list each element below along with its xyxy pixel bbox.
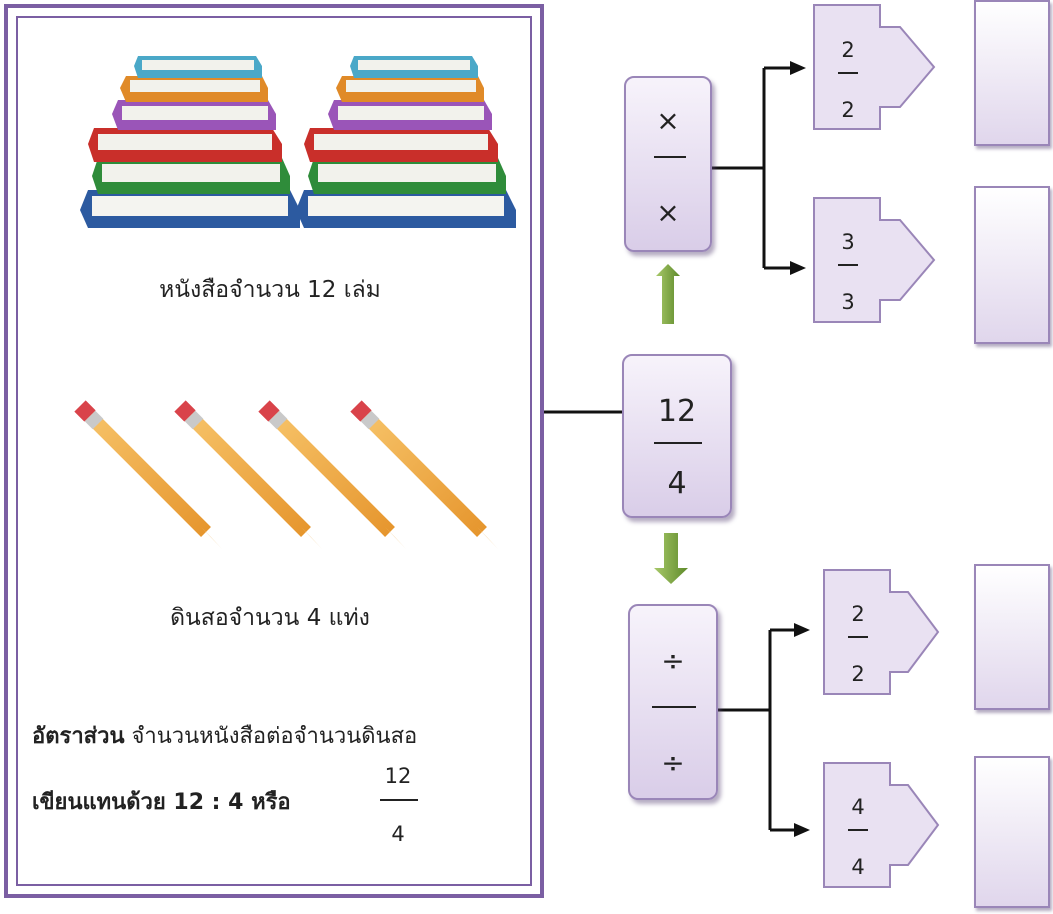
result-bar	[838, 72, 858, 74]
pencil-illustration-1	[74, 400, 222, 549]
divide-branch-lines	[718, 628, 796, 832]
arrow-head-icon	[794, 823, 810, 837]
ratio-sentence: อัตราส่วน จำนวนหนังสือต่อจำนวนดินสอ	[32, 718, 417, 753]
arrow-down-icon	[654, 533, 688, 584]
pencil-illustration-4	[350, 400, 498, 549]
result-denominator: 2	[851, 662, 865, 686]
multiply-top-symbol: ×	[656, 104, 680, 137]
divide-operation-card: ÷ ÷	[628, 604, 718, 800]
pencil-illustration-2	[174, 400, 322, 549]
pencil-illustration-3	[258, 400, 406, 549]
multiply-bar	[654, 156, 686, 158]
divide-answer-box-1[interactable]	[974, 564, 1050, 710]
result-numerator: 4	[851, 795, 865, 819]
result-numerator: 2	[851, 602, 865, 626]
ratio-label: อัตราส่วน	[32, 724, 125, 749]
result-arrow-shapes	[813, 4, 940, 888]
pencils-caption: ดินสอจำนวน 4 แท่ง	[170, 605, 370, 631]
multiply-answer-box-1[interactable]	[974, 0, 1050, 146]
panel-fraction-bar	[380, 799, 418, 801]
result-numerator: 3	[841, 230, 855, 254]
arrow-head-icon	[790, 261, 806, 275]
divide-answer-box-2[interactable]	[974, 756, 1050, 908]
divide-bottom-symbol: ÷	[661, 746, 685, 779]
center-fraction-denominator: 4	[667, 466, 687, 501]
result-denominator: 3	[841, 290, 855, 314]
book-stack-illustration-2	[296, 56, 516, 228]
multiply-operation-card: × ×	[624, 76, 712, 252]
center-fraction-bar	[654, 442, 702, 444]
ratio-description: จำนวนหนังสือต่อจำนวนดินสอ	[124, 724, 418, 749]
multiply-branch-lines	[712, 66, 794, 270]
result-denominator: 4	[851, 855, 865, 879]
arrow-head-icon	[790, 61, 806, 75]
divide-bar	[652, 706, 696, 708]
result-bar	[848, 829, 868, 831]
result-bar	[838, 264, 858, 266]
result-numerator: 2	[841, 38, 855, 62]
multiply-answer-box-2[interactable]	[974, 186, 1050, 344]
divide-top-symbol: ÷	[661, 644, 685, 677]
book-stack-illustration-1	[80, 56, 300, 228]
multiply-bottom-symbol: ×	[656, 196, 680, 229]
result-denominator: 2	[841, 98, 855, 122]
panel-fraction-denominator: 4	[391, 822, 405, 846]
panel-fraction-numerator: 12	[384, 764, 412, 788]
result-bar	[848, 636, 868, 638]
center-fraction-card: 12 4	[622, 354, 732, 518]
arrow-up-icon	[656, 264, 680, 324]
info-panel-inner-border	[16, 16, 532, 886]
books-caption: หนังสือจำนวน 12 เล่ม	[159, 277, 381, 303]
written-as-label: เขียนแทนด้วย 12 : 4 หรือ	[32, 790, 291, 815]
arrow-head-icon	[794, 623, 810, 637]
center-fraction-numerator: 12	[657, 394, 697, 429]
